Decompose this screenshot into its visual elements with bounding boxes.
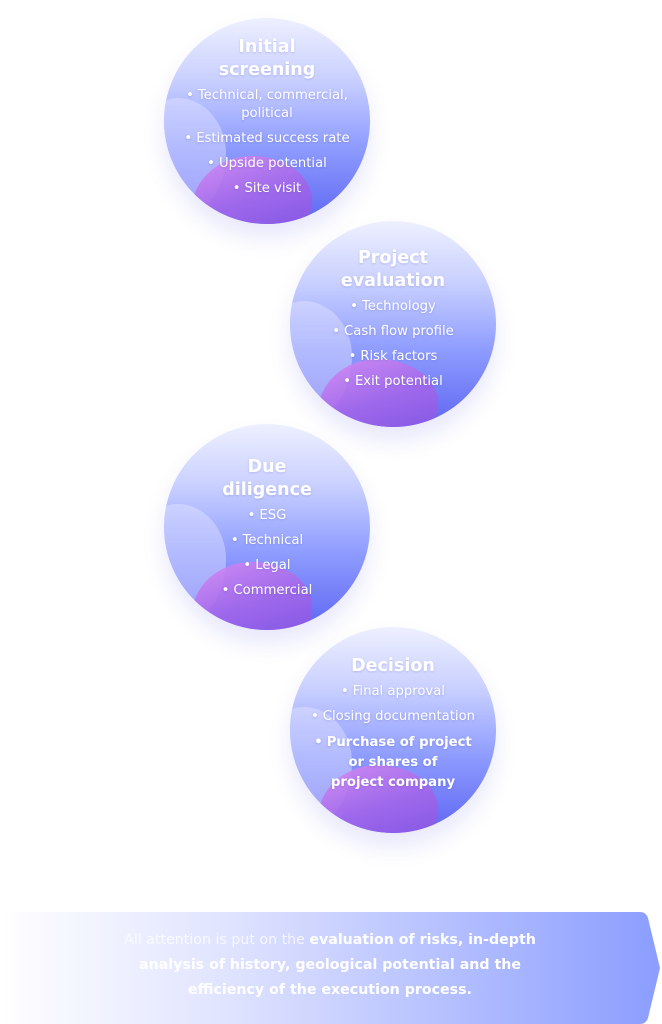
stage-title: Project evaluation	[341, 247, 445, 293]
stage-item: •Upside potential	[207, 156, 327, 171]
banner-text: All attention is put on the evaluation o…	[90, 928, 570, 1003]
stage-item: •Cash flow profile	[332, 324, 454, 339]
stage-item: •Technical	[230, 533, 304, 548]
stage-title: Initial screening	[219, 36, 316, 82]
stage-item: •Risk factors	[348, 349, 438, 364]
stage-item: •ESG	[247, 508, 287, 523]
stage-item-emphasis-continued: or shares of	[348, 755, 438, 770]
stage-initial-screening: Initial screening •Technical, commercial…	[164, 18, 370, 224]
stage-title-line: Due	[247, 457, 287, 477]
stage-item-continued: political	[241, 106, 293, 121]
stage-item: •Technical, commercial,	[186, 88, 348, 103]
stage-title-line: diligence	[222, 480, 312, 500]
stage-item: •Final approval	[341, 684, 445, 699]
stage-item-emphasis: •Purchase of project	[314, 735, 472, 750]
stage-title-line: screening	[218, 60, 316, 80]
stage-title-line: Initial	[238, 37, 296, 57]
stage-item: •Technology	[350, 299, 436, 314]
summary-banner: All attention is put on the evaluation o…	[0, 912, 662, 1024]
stage-item: •Legal	[243, 558, 291, 573]
stage-decision: Decision •Final approval •Closing docume…	[290, 627, 496, 833]
stage-title-line: Project	[357, 248, 429, 268]
stage-title: Due diligence	[222, 456, 312, 502]
banner-text-bold: analysis of history, geological potentia…	[139, 957, 521, 973]
stage-item: •Exit potential	[343, 374, 443, 389]
stage-item: •Commercial	[221, 583, 313, 598]
stage-due-diligence: Due diligence •ESG •Technical •Legal •Co…	[164, 424, 370, 630]
stage-item: •Estimated success rate	[184, 131, 350, 146]
stage-title-line: evaluation	[340, 271, 446, 291]
banner-text-bold: evaluation of risks, in-depth	[309, 932, 536, 948]
banner-text-bold: efficiency of the execution process.	[188, 982, 472, 998]
stage-item: •Site visit	[232, 181, 302, 196]
stage-title-line: Decision	[351, 656, 435, 676]
banner-arrow-shape	[0, 912, 660, 1024]
stage-item: •Closing documentation	[310, 709, 476, 724]
stage-item-emphasis-continued: project company	[330, 775, 456, 790]
banner-text-plain: All attention is put on the	[124, 932, 310, 948]
stage-title: Decision	[351, 655, 435, 678]
stage-project-evaluation: Project evaluation •Technology •Cash flo…	[290, 221, 496, 427]
